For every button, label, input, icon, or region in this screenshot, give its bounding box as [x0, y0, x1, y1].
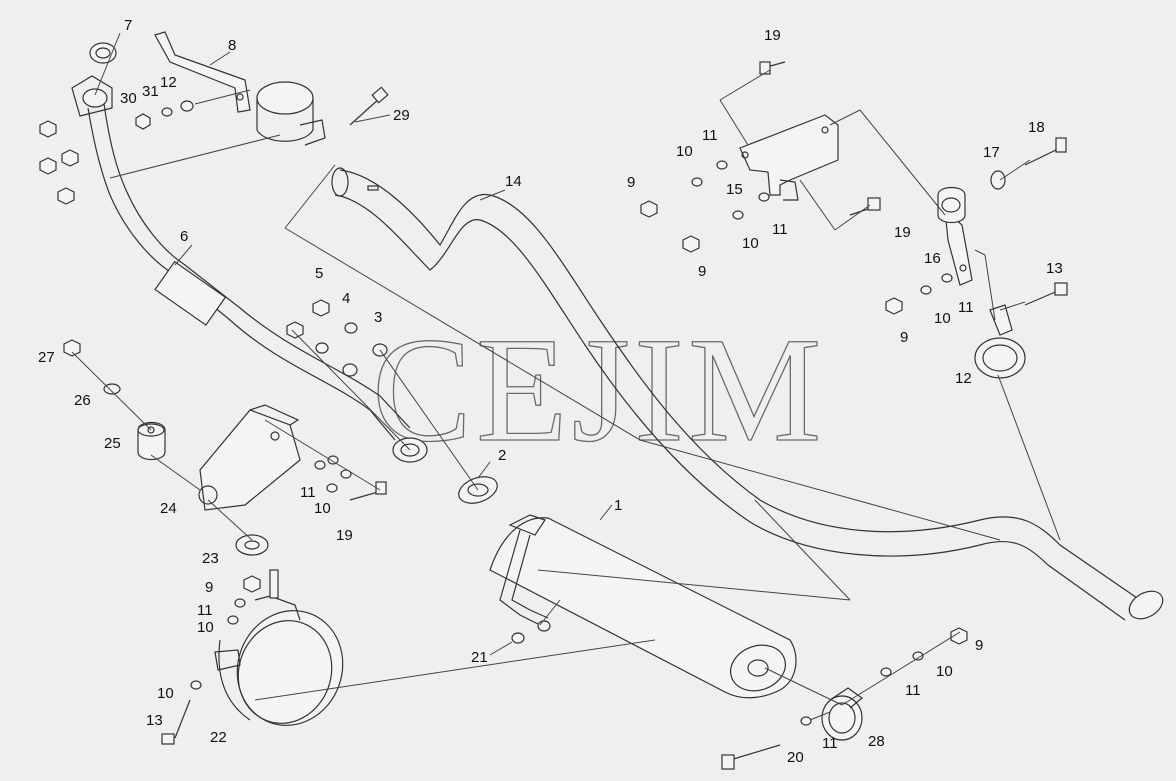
callout-11: 11 — [300, 484, 316, 501]
hanger-16 — [944, 208, 973, 286]
hardware-30-31-12 — [135, 100, 194, 130]
bracket-15 — [739, 114, 839, 201]
callout-10: 10 — [157, 685, 174, 702]
rubber-mount-25 — [137, 421, 166, 461]
bolt-13-right — [1024, 282, 1068, 306]
callout-14: 14 — [505, 173, 522, 190]
callout-25: 25 — [104, 435, 121, 452]
callout-8: 8 — [228, 37, 236, 54]
callout-9: 9 — [900, 329, 908, 346]
callout-10: 10 — [936, 663, 953, 680]
callout-19: 19 — [894, 224, 911, 241]
callout-22: 22 — [210, 729, 227, 746]
callout-12: 12 — [160, 74, 177, 91]
callout-31: 31 — [142, 83, 159, 100]
callout-10: 10 — [676, 143, 693, 160]
shield-clamp-band — [214, 569, 344, 726]
callout-11: 11 — [958, 299, 974, 316]
callout-13: 13 — [146, 712, 163, 729]
clamp-28 — [821, 687, 863, 741]
callout-30: 30 — [120, 90, 137, 107]
bolt-20 — [721, 744, 781, 770]
bolt-29 — [349, 86, 389, 126]
callout-26: 26 — [74, 392, 91, 409]
callout-1: 1 — [614, 497, 622, 514]
bolt-19-top — [759, 61, 786, 75]
pipe-clamp-12-right — [974, 304, 1026, 379]
callout-18: 18 — [1028, 119, 1045, 136]
callout-16: 16 — [924, 250, 941, 267]
callout-15: 15 — [726, 181, 743, 198]
hardware-11-10-19-bracket — [314, 455, 387, 501]
callout-9: 9 — [205, 579, 213, 596]
bolt-18 — [1024, 137, 1067, 166]
pipe-clamp-8 — [256, 81, 326, 146]
bolt-19-mid — [849, 197, 881, 216]
callout-9: 9 — [698, 263, 706, 280]
callout-2: 2 — [498, 447, 506, 464]
callout-9: 9 — [975, 637, 983, 654]
callout-28: 28 — [868, 733, 885, 750]
callout-10: 10 — [934, 310, 951, 327]
callout-12: 12 — [955, 370, 972, 387]
callout-3: 3 — [374, 309, 382, 326]
hardware-9-11-10-clamp — [161, 575, 261, 745]
callout-11: 11 — [702, 127, 718, 144]
callout-23: 23 — [202, 550, 219, 567]
callout-13: 13 — [1046, 260, 1063, 277]
rubber-mount-23 — [235, 534, 269, 556]
callout-7: 7 — [124, 17, 132, 34]
callout-6: 6 — [180, 228, 188, 245]
rubber-isolator-17 — [937, 170, 1006, 224]
leader-lines — [71, 32, 1061, 721]
callout-10: 10 — [314, 500, 331, 517]
callout-10: 10 — [197, 619, 214, 636]
callout-19: 19 — [764, 27, 781, 44]
flange-nuts — [39, 120, 79, 205]
callout-11: 11 — [822, 735, 838, 752]
hardware-9-10-11-bottom — [800, 627, 968, 726]
hardware-27-26 — [63, 339, 121, 395]
callout-29: 29 — [393, 107, 410, 124]
watermark: CEJIM — [372, 307, 825, 473]
callout-9: 9 — [627, 174, 635, 191]
callout-5: 5 — [315, 265, 323, 282]
callout-20: 20 — [787, 749, 804, 766]
bracket-8 — [154, 31, 251, 113]
hardware-10-11-9-top — [640, 160, 770, 253]
muffler — [489, 514, 797, 699]
callout-11: 11 — [905, 682, 921, 699]
hardware-9-10-11-right — [885, 273, 953, 315]
bracket-24 — [198, 404, 301, 511]
callout-labels: 7 8 30 31 12 29 6 14 5 4 3 27 26 25 24 2… — [38, 17, 1063, 766]
callout-24: 24 — [160, 500, 177, 517]
callout-11: 11 — [197, 602, 213, 619]
callout-27: 27 — [38, 349, 55, 366]
callout-11: 11 — [772, 221, 788, 238]
exhaust-front-pipe — [71, 75, 428, 463]
callout-21: 21 — [471, 649, 488, 666]
callout-10: 10 — [742, 235, 759, 252]
callout-19: 19 — [336, 527, 353, 544]
callout-4: 4 — [342, 290, 350, 307]
exhaust-tail-pipe — [331, 167, 1164, 621]
callout-17: 17 — [983, 144, 1000, 161]
